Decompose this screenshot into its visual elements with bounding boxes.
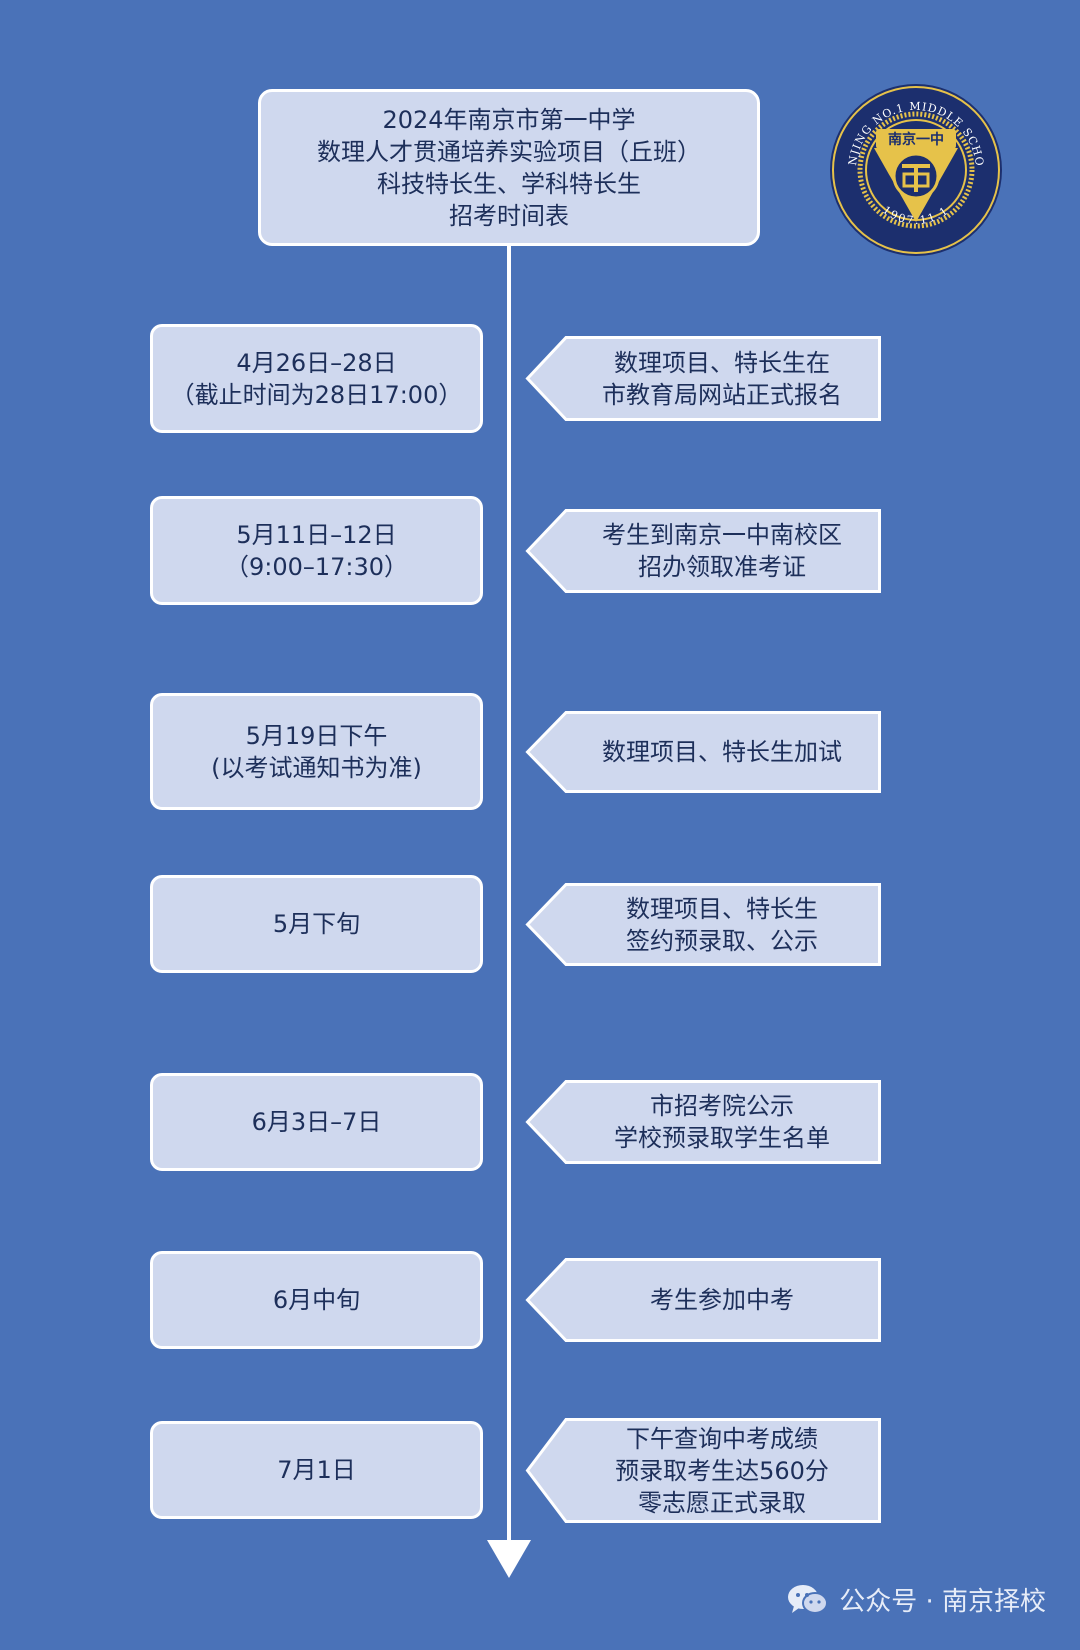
event-text-2: 考生到南京一中南校区 招办领取准考证 <box>566 509 878 593</box>
event-arrow-box-4 <box>525 883 881 966</box>
timeline-line <box>507 246 511 1548</box>
event-arrow-box-5 <box>525 1080 881 1164</box>
title-box: 2024年南京市第一中学 数理人才贯通培养实验项目（丘班） 科技特长生、学科特长… <box>258 89 760 246</box>
event-line: 招办领取准考证 <box>638 553 806 581</box>
watermark-text: 公众号 · 南京择校 <box>839 1587 1046 1617</box>
title-line-1: 2024年南京市第一中学 <box>382 105 636 134</box>
date-line: 7月1日 <box>277 1456 356 1484</box>
date-line: 6月3日–7日 <box>251 1108 382 1136</box>
school-seal-icon: NANJING NO.1 MIDDLE SCHOOL 1907.11.1 南京一… <box>828 82 1002 256</box>
event-arrow-box-2 <box>525 509 881 593</box>
event-line: 数理项目、特长生 <box>626 894 818 923</box>
wechat-icon <box>788 1584 829 1614</box>
event-text-5: 市招考院公示 学校预录取学生名单 <box>566 1080 878 1164</box>
event-arrow-box-1 <box>525 336 881 421</box>
event-line: 考生参加中考 <box>650 1286 794 1314</box>
date-box-7: 7月1日 <box>150 1421 483 1519</box>
date-box-6: 6月中旬 <box>150 1251 483 1349</box>
title-line-2: 数理人才贯通培养实验项目（丘班） <box>317 137 701 166</box>
date-box-4: 5月下旬 <box>150 875 483 973</box>
date-line: 6月中旬 <box>272 1286 361 1314</box>
event-arrow-box-3 <box>525 711 881 793</box>
event-line: 预录取考生达560分 <box>615 1456 829 1485</box>
date-line: 4月26日–28日 <box>236 348 397 377</box>
logo-text-center: 南京一中 <box>888 131 944 148</box>
date-box-1: 4月26日–28日 （截止时间为28日17:00） <box>150 324 483 433</box>
date-box-2: 5月11日–12日 （9:00–17:30） <box>150 496 483 605</box>
title-line-3: 科技特长生、学科特长生 <box>377 169 641 198</box>
date-line: 5月11日–12日 <box>236 520 397 549</box>
event-line: 市招考院公示 <box>650 1092 794 1120</box>
event-text-3: 数理项目、特长生加试 <box>566 711 878 793</box>
event-line: 市教育局网站正式报名 <box>602 380 842 409</box>
event-text-4: 数理项目、特长生 签约预录取、公示 <box>566 883 878 966</box>
date-box-5: 6月3日–7日 <box>150 1073 483 1171</box>
date-line: （9:00–17:30） <box>224 552 409 581</box>
date-line: 5月19日下午 <box>245 721 388 750</box>
date-box-3: 5月19日下午 (以考试通知书为准) <box>150 693 483 810</box>
event-line: 学校预录取学生名单 <box>614 1124 830 1152</box>
event-line: 零志愿正式录取 <box>638 1488 806 1517</box>
event-arrow-box-7 <box>525 1418 881 1523</box>
title-line-4: 招考时间表 <box>449 201 569 230</box>
event-line: 数理项目、特长生加试 <box>602 738 842 766</box>
date-line: （截止时间为28日17:00） <box>170 380 463 409</box>
event-line: 下午查询中考成绩 <box>626 1424 818 1453</box>
timeline-arrow-icon <box>487 1540 531 1578</box>
watermark: 公众号 · 南京择校 <box>787 1581 1046 1618</box>
date-line: (以考试通知书为准) <box>211 753 422 782</box>
event-line: 考生到南京一中南校区 <box>602 521 842 549</box>
event-text-6: 考生参加中考 <box>566 1258 878 1342</box>
date-line: 5月下旬 <box>272 910 361 938</box>
event-text-1: 数理项目、特长生在 市教育局网站正式报名 <box>566 336 878 421</box>
event-line: 签约预录取、公示 <box>626 926 818 955</box>
event-text-7: 下午查询中考成绩 预录取考生达560分 零志愿正式录取 <box>566 1418 878 1523</box>
event-line: 数理项目、特长生在 <box>614 348 830 377</box>
event-arrow-box-6 <box>525 1258 881 1342</box>
